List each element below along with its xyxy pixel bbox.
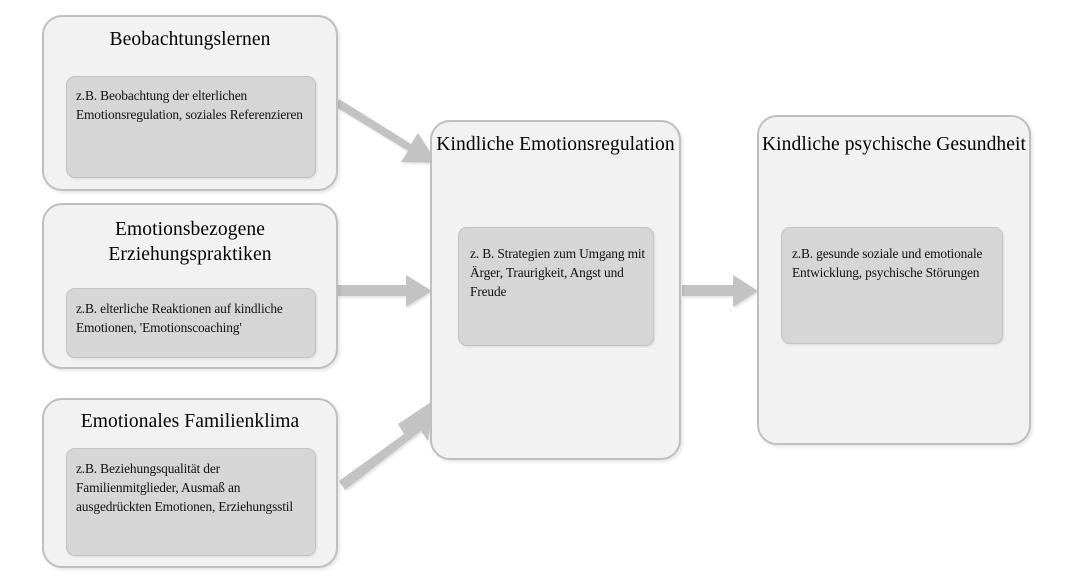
node-example-box-emotional-family-climate [66, 448, 316, 556]
node-title-emotion-related-parenting-practices: Emotionsbezogene Erziehungspraktiken [108, 219, 272, 265]
arrow-climate-to-regulation [339, 400, 434, 490]
node-title-observational-learning: Beobachtungslernen [109, 29, 271, 50]
node-example-text-emotion-related-parenting-practices: z.B. elterliche Reaktionen auf kindliche… [76, 301, 283, 336]
node-example-box-child-emotion-regulation [458, 227, 654, 346]
node-example-box-emotion-related-parenting-practices [66, 288, 316, 358]
node-example-text-observational-learning: z.B. Beobachtung der elterlichen Emotion… [76, 88, 303, 123]
node-title-child-mental-health: Kindliche psychische Gesundheit [761, 134, 1027, 155]
node-example-box-observational-learning [66, 76, 316, 178]
arrow-observational-to-regulation [336, 99, 437, 163]
node-example-box-child-mental-health [781, 227, 1003, 344]
node-example-text-child-emotion-regulation: z. B. Strategien zum Umgang mit Ärger, T… [470, 246, 645, 300]
arrow-regulation-to-health [682, 275, 758, 307]
node-title-child-emotion-regulation: Kindliche Emotionsregulation [436, 134, 675, 155]
node-example-text-emotional-family-climate: z.B. Beziehungsqualität der Familienmitg… [76, 461, 293, 515]
arrow-practices-to-regulation [338, 275, 432, 307]
node-example-text-child-mental-health: z.B. gesunde soziale und emotionale Entw… [792, 246, 983, 281]
node-title-emotional-family-climate: Emotionales Familienklima [80, 411, 300, 432]
